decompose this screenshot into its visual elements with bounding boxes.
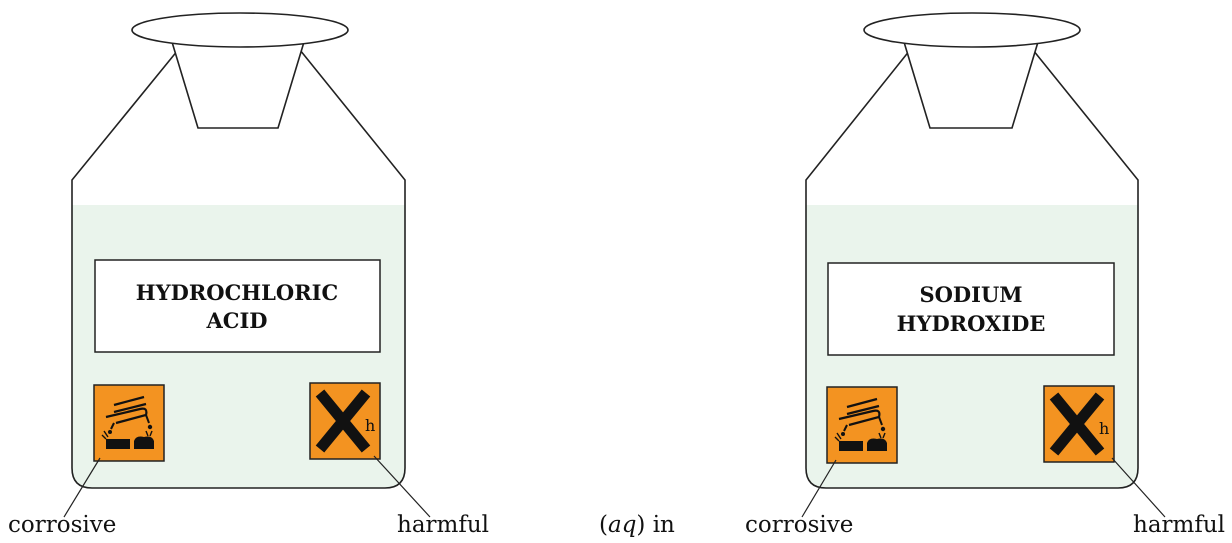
label-line-1: SODIUM — [919, 282, 1022, 307]
label-line-2: ACID — [205, 308, 267, 333]
caption-corrosive-2: corrosive — [745, 512, 854, 538]
harmful-symbol-letter: h — [1099, 419, 1109, 438]
label-line-1: HYDROCHLORIC — [136, 280, 338, 305]
bottle-neck-inner — [171, 41, 305, 129]
stray-text-suffix: ) in — [636, 512, 675, 538]
bottle-hydrochloric-acid: HYDROCHLORIC ACID h — [63, 12, 431, 518]
corrosive-symbol — [826, 386, 898, 464]
caption-harmful-1: harmful — [397, 512, 490, 538]
stray-text-fragment: (aq) in — [599, 512, 675, 538]
bottle-label — [827, 262, 1115, 356]
bottle-stopper-top — [863, 12, 1081, 48]
bottle-outline — [805, 42, 1139, 489]
label-line-2: HYDROXIDE — [897, 311, 1046, 336]
harmful-symbol: h — [309, 382, 381, 460]
caption-corrosive-1: corrosive — [8, 512, 117, 538]
bottle-outline — [71, 42, 406, 489]
stray-text-italic: aq — [607, 512, 637, 538]
corrosive-pointer-line — [63, 457, 101, 518]
corrosive-symbol — [93, 384, 165, 462]
stray-text-prefix: ( — [599, 512, 608, 538]
corrosive-pointer-line — [801, 459, 837, 518]
harmful-pointer-line — [373, 455, 431, 518]
harmful-symbol: h — [1043, 385, 1115, 463]
bottle-stopper-top — [131, 12, 349, 48]
caption-harmful-2: harmful — [1133, 512, 1226, 538]
bottle-sodium-hydroxide: SODIUM HYDROXIDE h — [801, 12, 1166, 518]
bottle-neck-inner — [903, 41, 1039, 129]
bottle-label — [94, 259, 381, 353]
harmful-symbol-letter: h — [365, 416, 375, 435]
harmful-pointer-line — [1111, 457, 1166, 518]
